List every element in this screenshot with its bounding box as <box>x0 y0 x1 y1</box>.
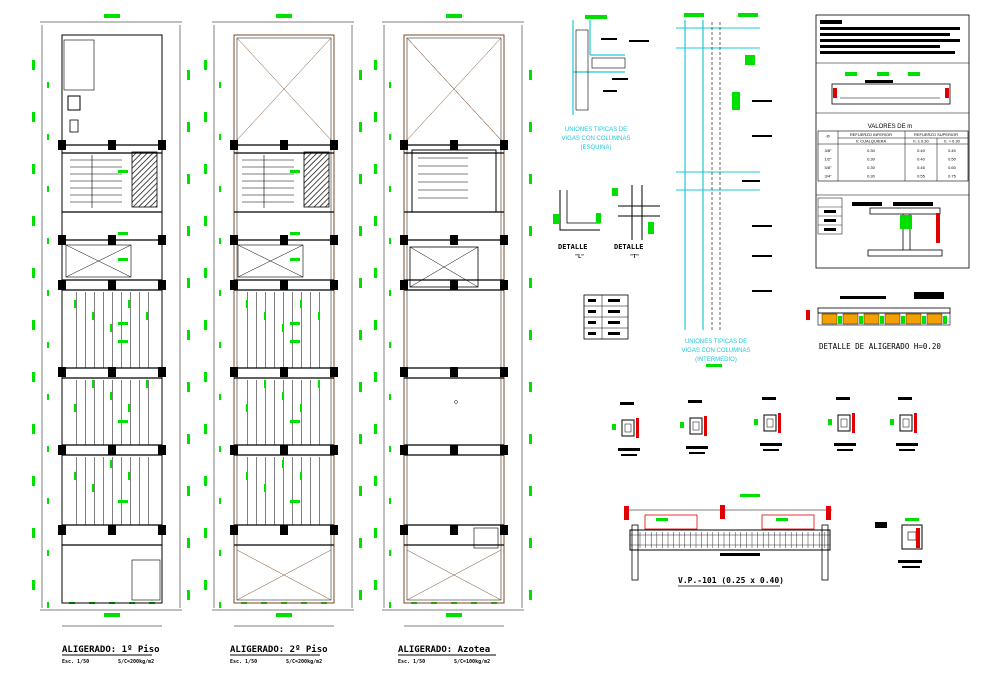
column-section-5 <box>890 397 918 451</box>
values-table-cell: 3/8" <box>825 148 833 153</box>
values-table-cell: 0.45 <box>917 165 926 170</box>
beam-label: V.P.-101 (0.25 x 0.40) <box>678 576 784 585</box>
mid-joint-label-2: VIGAS CON COLUMNAS <box>681 348 750 354</box>
values-table-subheader: h: ≤ 0.30 <box>913 139 929 144</box>
values-table-cell: 0.30 <box>867 157 876 162</box>
values-table-cells: Ø REFUERZO INFERIOR REFUERZO SUPERIOR h: CU… <box>825 132 961 179</box>
beam-elevation: V.P.-101 (0.25 x 0.40) <box>624 494 832 587</box>
values-table-cell: 1/2" <box>825 157 833 162</box>
plan-scale-3: Esc. 1/50 <box>398 659 425 665</box>
detail-t-sub: "T" <box>630 254 639 260</box>
values-table-cell: 0.40 <box>917 148 926 153</box>
small-legend-table <box>583 294 629 340</box>
values-table-cell: 0.50 <box>948 157 957 162</box>
values-table-cell: 3/4" <box>825 174 833 179</box>
values-table-header: REFUERZO SUPERIOR <box>914 132 958 137</box>
plan-scale-2: Esc. 1/50 <box>230 659 257 665</box>
values-table-cell: 0.55 <box>917 174 926 179</box>
values-table-subheader: h: CUALQUIERA <box>856 139 887 144</box>
values-table-title: VALORES DE m <box>868 124 913 130</box>
values-table-cell: 0.40 <box>917 157 926 162</box>
mid-joint-label-3: (INTERMEDIO) <box>695 357 737 363</box>
floor-plan-1 <box>32 14 190 627</box>
plan-load-2: S/C=200kg/m2 <box>286 659 322 665</box>
values-table-header: REFUERZO INFERIOR <box>850 132 892 137</box>
corner-joint-label-1: UNIONES TIPICAS DE <box>565 127 627 133</box>
intermediate-joint-detail: UNIONES TIPICAS DE VIGAS CON COLUMNAS (I… <box>676 13 772 367</box>
values-table-cell: 0.60 <box>948 165 957 170</box>
detail-l-sub: "L" <box>575 254 584 260</box>
plan-title-3: ALIGERADO: Azotea <box>398 645 490 655</box>
plan-load-1: S/C=200kg/m2 <box>118 659 154 665</box>
values-table-cell: 0.30 <box>867 165 876 170</box>
values-table-cell: 0.75 <box>948 174 957 179</box>
slab-detail: DETALLE DE ALIGERADO H=0.20 <box>806 292 951 351</box>
values-table-cell: 0.40 <box>948 148 957 153</box>
column-section-2 <box>680 400 708 454</box>
mid-joint-label-1: UNIONES TIPICAS DE <box>685 339 747 345</box>
corner-joint-detail: UNIONES TIPICAS DE VIGAS CON COLUMNAS (E… <box>561 15 649 151</box>
floor-plan-2 <box>204 14 362 627</box>
column-section-4 <box>828 397 856 451</box>
column-section-3 <box>754 397 782 451</box>
column-section-1 <box>612 402 640 456</box>
plan-titles: ALIGERADO: 1º Piso Esc. 1/50 S/C=200kg/m… <box>62 644 496 665</box>
values-table-cell: 0.30 <box>867 174 876 179</box>
values-table-cell: 0.30 <box>867 148 876 153</box>
slab-detail-label: DETALLE DE ALIGERADO H=0.20 <box>819 342 941 351</box>
corner-joint-label-2: VIGAS CON COLUMNAS <box>561 136 630 142</box>
plan-load-3: S/C=100kg/m2 <box>454 659 490 665</box>
detail-l-title: DETALLE <box>558 243 588 251</box>
values-table-header: Ø <box>826 134 829 139</box>
floor-plan-3 <box>374 14 532 627</box>
plan-title-1: ALIGERADO: 1º Piso <box>62 644 160 655</box>
detail-t-title: DETALLE <box>614 243 644 251</box>
floor-plans <box>32 14 532 627</box>
values-table-cell: 5/8" <box>825 165 833 170</box>
plan-title-2: ALIGERADO: 2º Piso <box>230 644 328 655</box>
l-t-details: DETALLE "L" DETALLE "T" <box>553 185 660 260</box>
values-table-subheader: h: > 0.30 <box>944 139 960 144</box>
column-sections <box>612 397 918 456</box>
general-notes-panel: VALORES DE m Ø REFUERZO INFERIOR REFUERZO … <box>815 14 970 269</box>
column-section-right <box>875 518 923 568</box>
corner-joint-label-3: (ESQUINA) <box>580 145 611 151</box>
plan-scale-1: Esc. 1/50 <box>62 659 89 665</box>
